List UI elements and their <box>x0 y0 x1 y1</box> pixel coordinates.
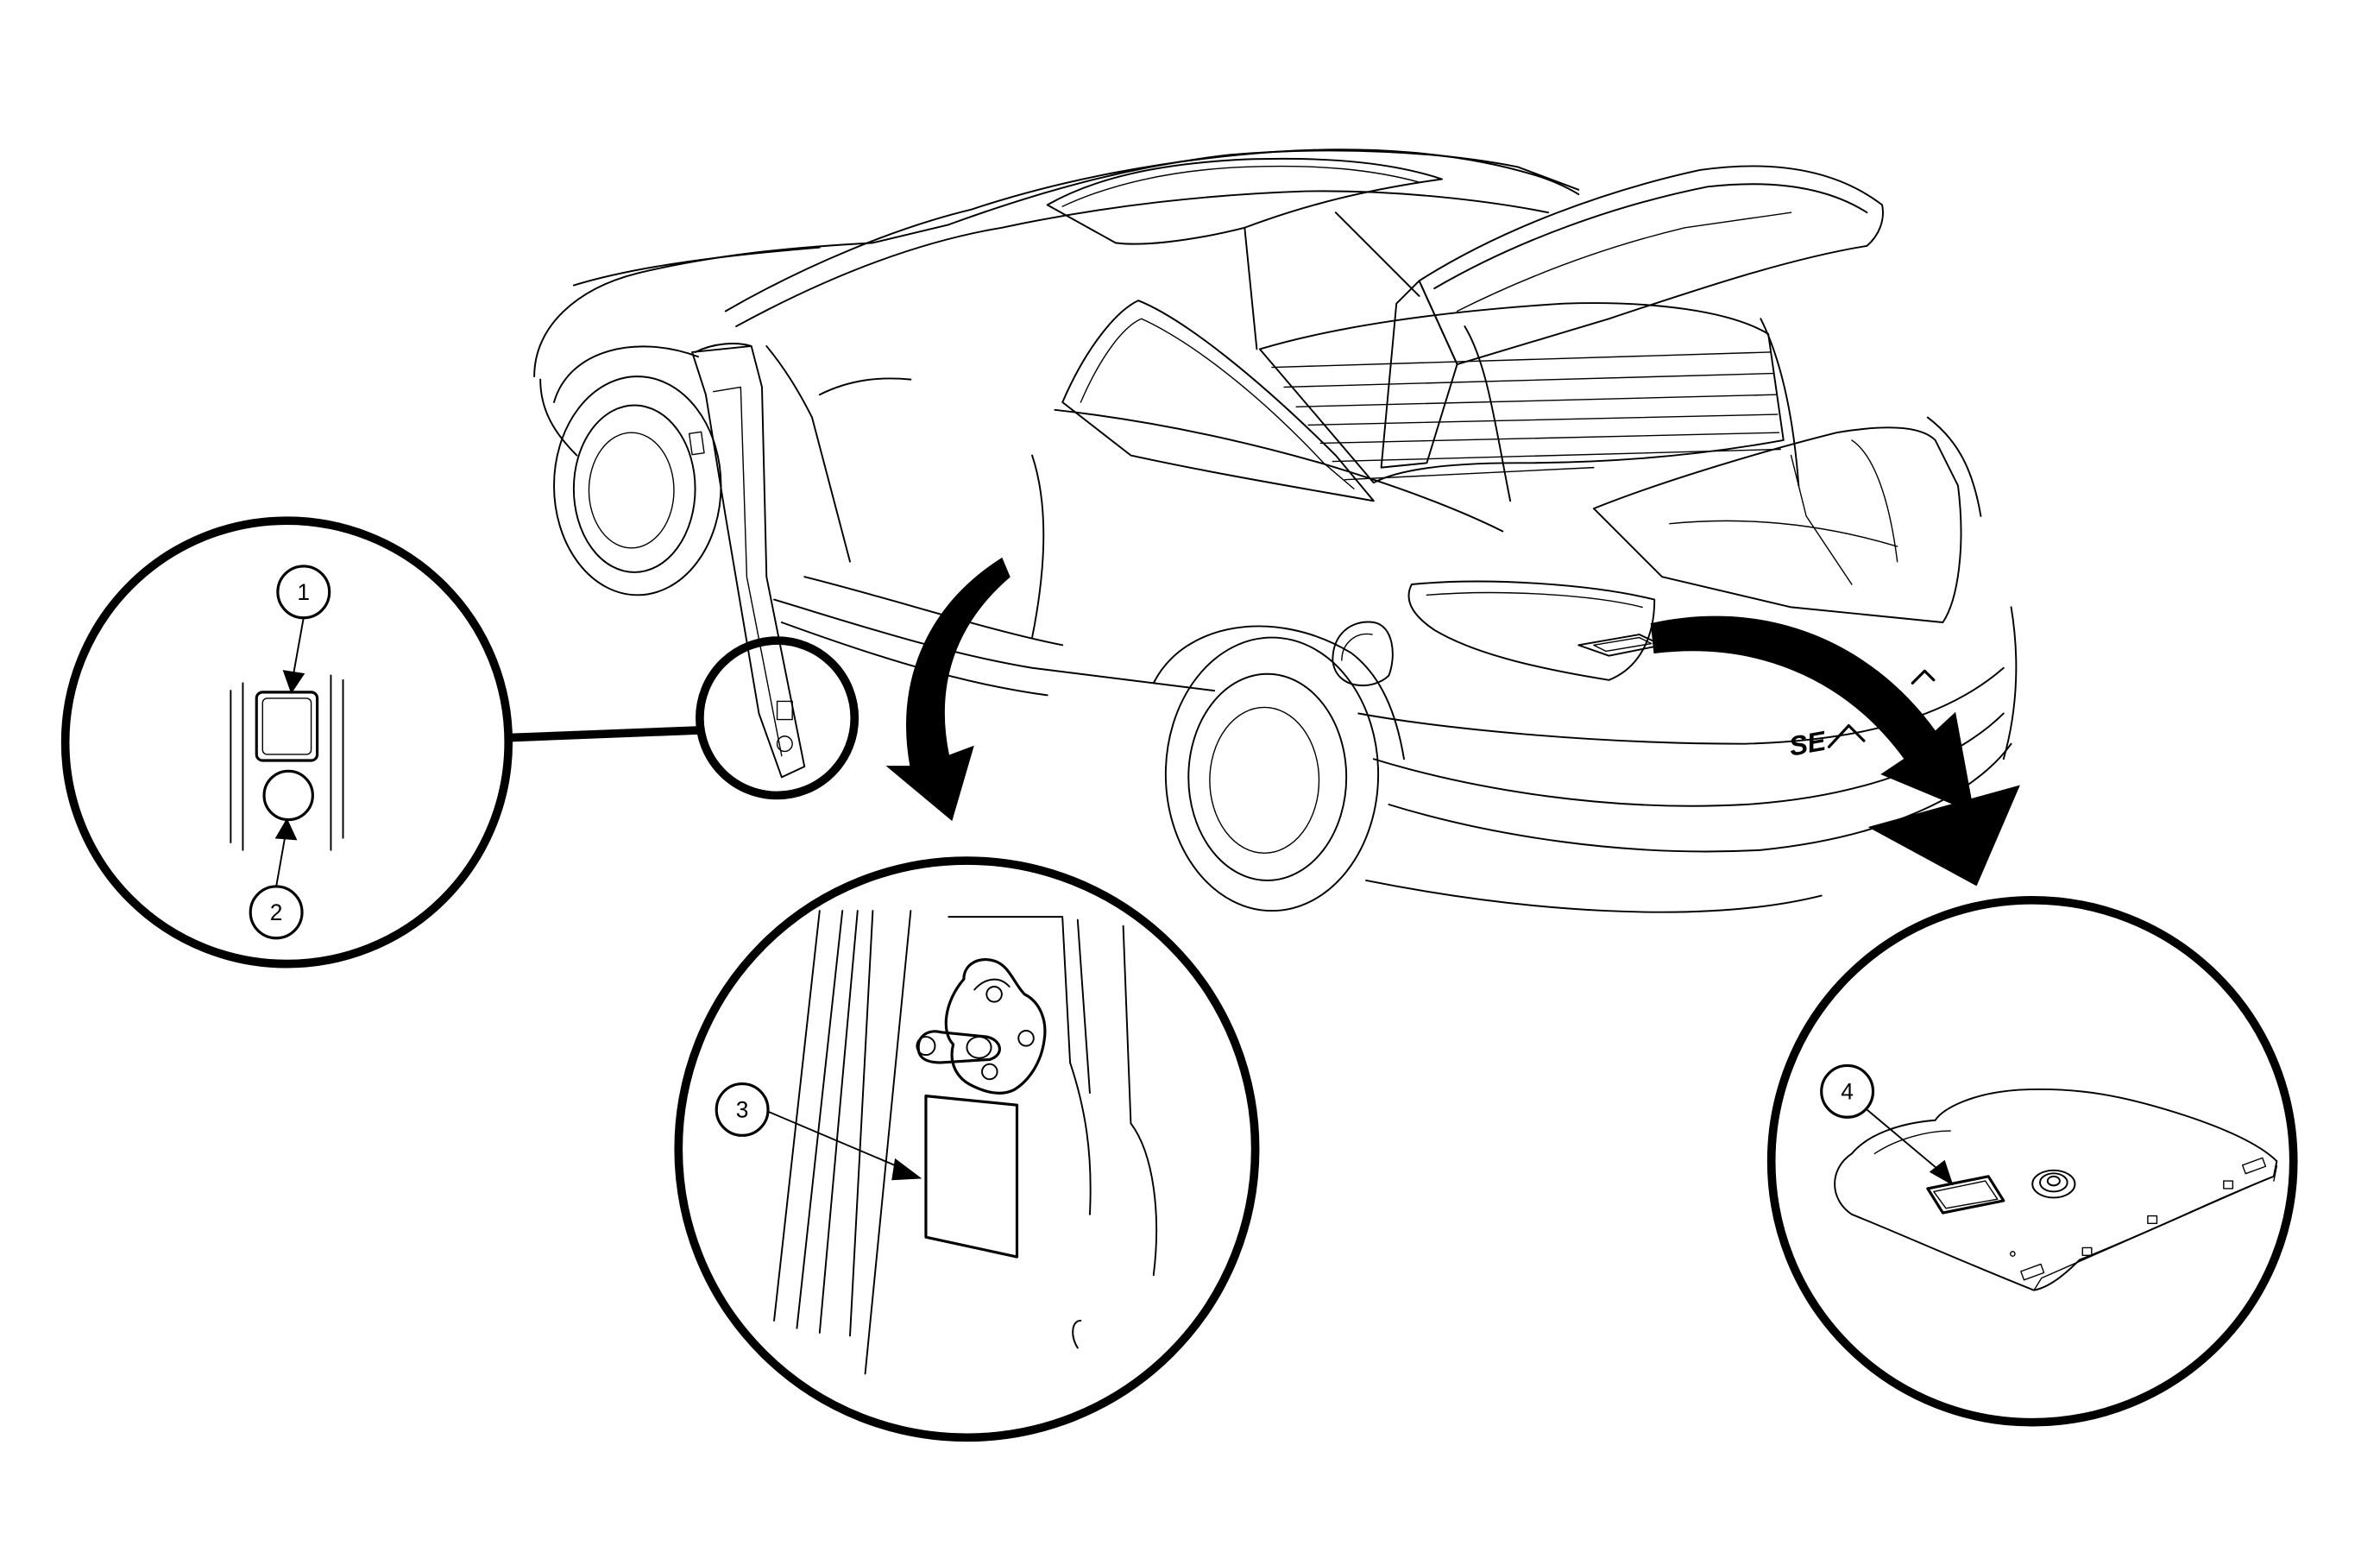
rear-badge-text: SE <box>1786 725 1829 762</box>
curved-arrow-middle <box>885 557 1011 822</box>
callout-number: 3 <box>736 1096 749 1122</box>
detail-circle-door-striker-label <box>674 856 1260 1442</box>
door-pillar-label-shape <box>255 691 319 762</box>
trunk-floor-panel <box>1834 1088 2278 1291</box>
car-illustration: SE <box>533 148 2018 913</box>
door-striker-plate <box>944 958 1047 1095</box>
door-pillar-round-label-shape <box>262 769 314 822</box>
curved-arrow-right <box>1650 615 2020 887</box>
callout-number: 1 <box>297 579 310 605</box>
callout-4: 4 <box>1820 1063 1875 1119</box>
door-pillar-placard <box>924 1095 1019 1259</box>
callout-3: 3 <box>715 1082 770 1137</box>
callout-1: 1 <box>276 565 331 620</box>
callout-number: 2 <box>270 899 283 925</box>
detail-circle-trunk-floor-label <box>1766 895 2298 1427</box>
detail-circle-pillar-labels <box>60 516 859 969</box>
callout-number: 4 <box>1841 1078 1854 1104</box>
callout-2: 2 <box>249 885 304 940</box>
trunk-floor-label <box>1926 1175 2005 1215</box>
